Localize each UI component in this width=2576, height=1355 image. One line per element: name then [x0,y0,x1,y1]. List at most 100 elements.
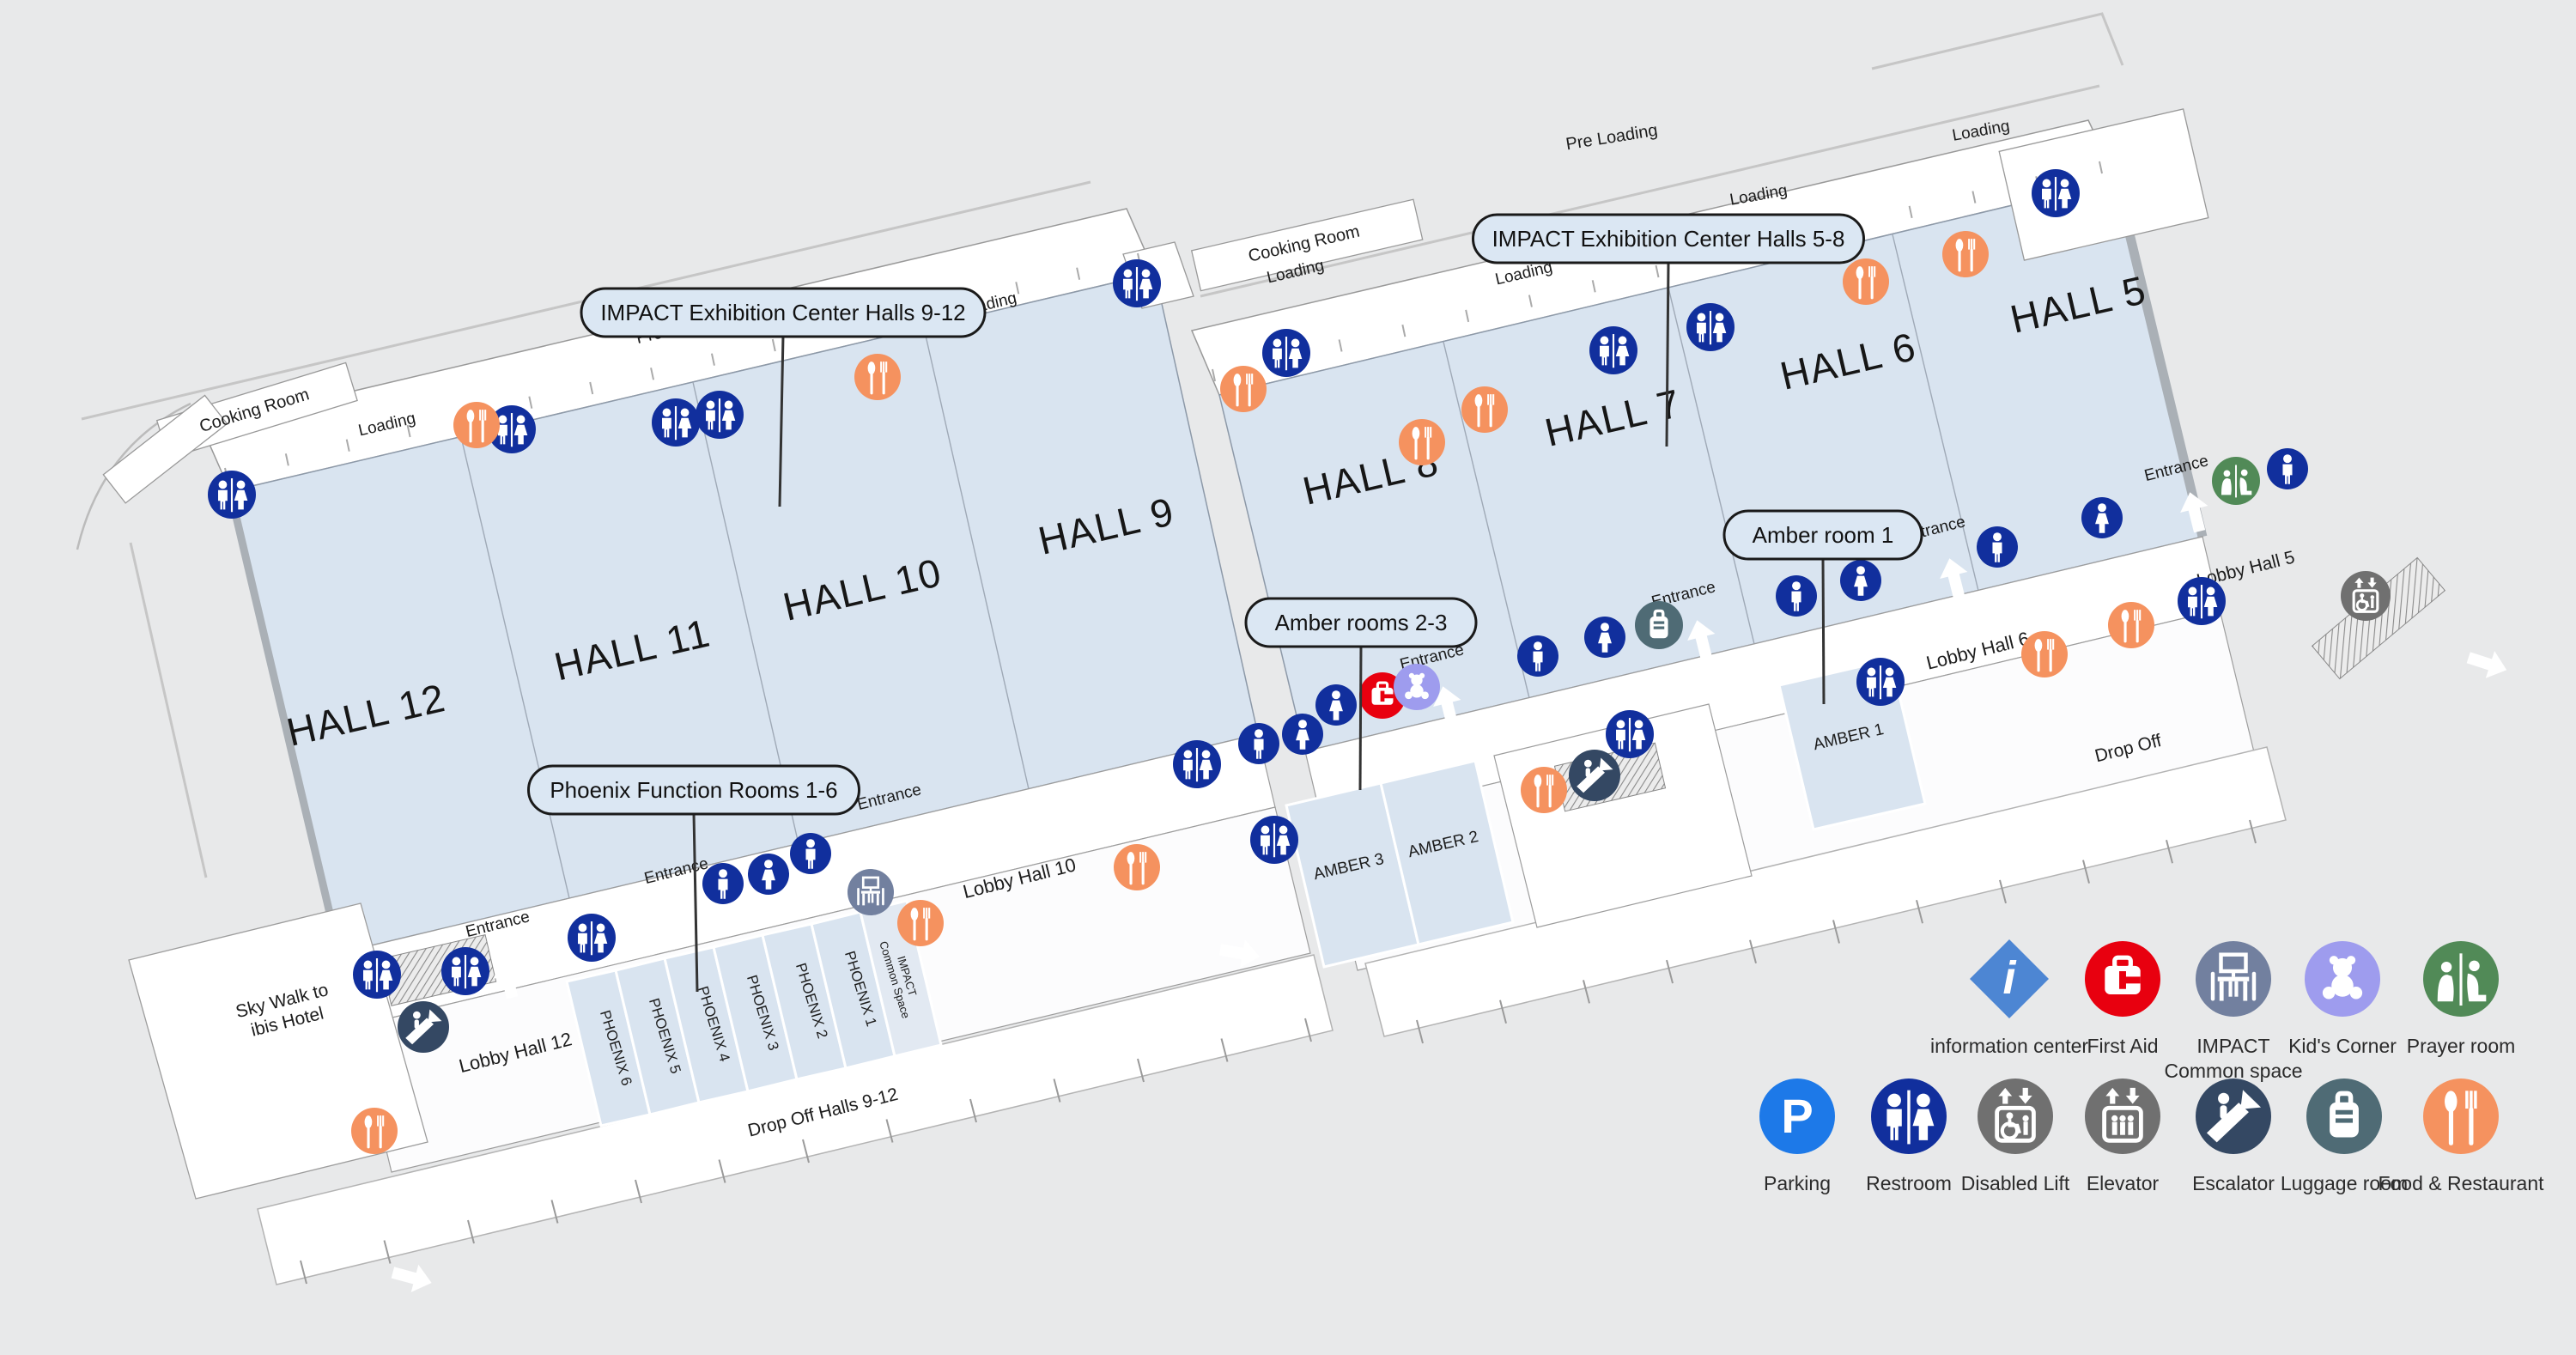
direction-arrow-icon [2464,643,2512,684]
escalator-icon [1569,750,1620,801]
food-icon [1399,419,1445,465]
wall-line [76,402,191,550]
man-icon [790,833,831,874]
side-wall [226,489,343,955]
callout-leader [1821,557,1826,705]
legend-item-info: i [1970,939,2049,1018]
restroom-icon [696,391,744,439]
dock-tick [406,424,411,438]
restroom-icon [441,947,489,995]
food-icon [1220,366,1267,412]
legend-item-escalator [2196,1079,2271,1154]
map-label: Pre Loading [1564,121,1659,155]
dropoff-road [1364,746,2287,1037]
dock-tick [1916,899,1923,924]
dock-tick [528,396,533,409]
direction-arrow-icon [389,1258,435,1297]
dock-tick [1212,368,1216,382]
food-icon [1843,258,1889,305]
dock-tick [550,1200,559,1224]
legend-item-kids [2305,941,2380,1017]
kids-icon [1394,664,1440,710]
restroom-icon [652,398,700,447]
dock-tick [1499,1000,1507,1024]
legend-item-luggage [2306,1079,2382,1154]
info-glyph: i [2002,952,2016,1004]
dock-tick [2166,840,2173,864]
dock-tick [710,353,715,366]
wall-line [1200,84,2100,298]
dock-tick [1416,1019,1424,1044]
food-icon [897,900,944,946]
food-icon [854,354,901,400]
dock-tick [1465,309,1470,323]
parking-glyph: P [1781,1089,1813,1143]
man-icon [1776,575,1817,617]
callout-label: IMPACT Exhibition Center Halls 5-8 [1492,226,1845,252]
restroom-icon [353,951,401,999]
dock-tick [284,453,289,466]
legend-item-prayer [2423,941,2499,1017]
food-icon [2021,631,2068,678]
legend-item-firstaid [2085,941,2160,1017]
legend-label: Kid's Corner [2288,1035,2397,1057]
legend-item-elevator [2085,1079,2160,1154]
food-icon [1461,386,1508,433]
callout-pill: Amber rooms 2-3 [1244,597,1478,648]
legend-label: Restroom [1866,1172,1952,1194]
commonspace-icon [848,869,894,915]
callout-pill: Amber room 1 [1722,509,1923,561]
wall-line [1871,12,2124,70]
dock-tick [1053,1079,1061,1103]
dock-tick [2082,860,2090,884]
dock-tick [1076,267,1081,280]
restroom-icon [1173,740,1221,788]
dock-tick [345,439,350,452]
legend-label: Elevator [2087,1172,2160,1194]
callout-leader [1358,645,1363,791]
legend-label: Luggage room [2281,1172,2408,1194]
dock-tick [1666,959,1674,984]
woman-icon [1282,714,1323,755]
legend-label: Parking [1764,1172,1831,1194]
hall-divider [1443,341,1530,699]
restroom-icon [1606,710,1654,758]
dock-tick [1591,280,1596,293]
dock-tick [1528,295,1533,307]
restroom-icon [1262,329,1310,377]
restroom-icon [1686,303,1735,351]
callout-label: Amber room 1 [1753,522,1894,548]
restroom-icon [2178,577,2226,625]
woman-icon [2081,497,2123,538]
man-icon [1977,526,2018,568]
dock-tick [589,381,594,395]
callout-label: IMPACT Exhibition Center Halls 9-12 [600,300,965,325]
dock-tick [1338,339,1343,352]
restroom-icon [568,914,616,962]
wall-line [129,542,208,878]
hall-divider [923,327,1030,790]
dock-tick [635,1179,642,1204]
restroom-icon [1113,259,1161,307]
restroom-icon [1856,658,1905,706]
legend-item-parking: P [1759,1079,1835,1154]
callout-pill: Phoenix Function Rooms 1-6 [527,764,860,816]
dock-tick [802,1139,810,1164]
dock-tick [1749,939,1757,964]
side-wall [2111,179,2208,538]
callout-label: Phoenix Function Rooms 1-6 [550,777,837,803]
dock-tick [1655,264,1660,278]
prayer-icon [2212,457,2260,505]
legend-item-restroom [1871,1079,1947,1154]
dock-tick [1832,920,1840,944]
food-icon [2108,602,2154,648]
legend-label: Escalator [2192,1172,2275,1194]
legend-item-commonspace [2196,941,2271,1017]
dock-tick [2249,819,2257,844]
dock-tick [2099,161,2103,174]
hall-divider [460,436,570,899]
legend-label: Disabled Lift [1961,1172,2070,1194]
dock-tick [1137,1058,1145,1083]
food-icon [1942,231,1989,277]
